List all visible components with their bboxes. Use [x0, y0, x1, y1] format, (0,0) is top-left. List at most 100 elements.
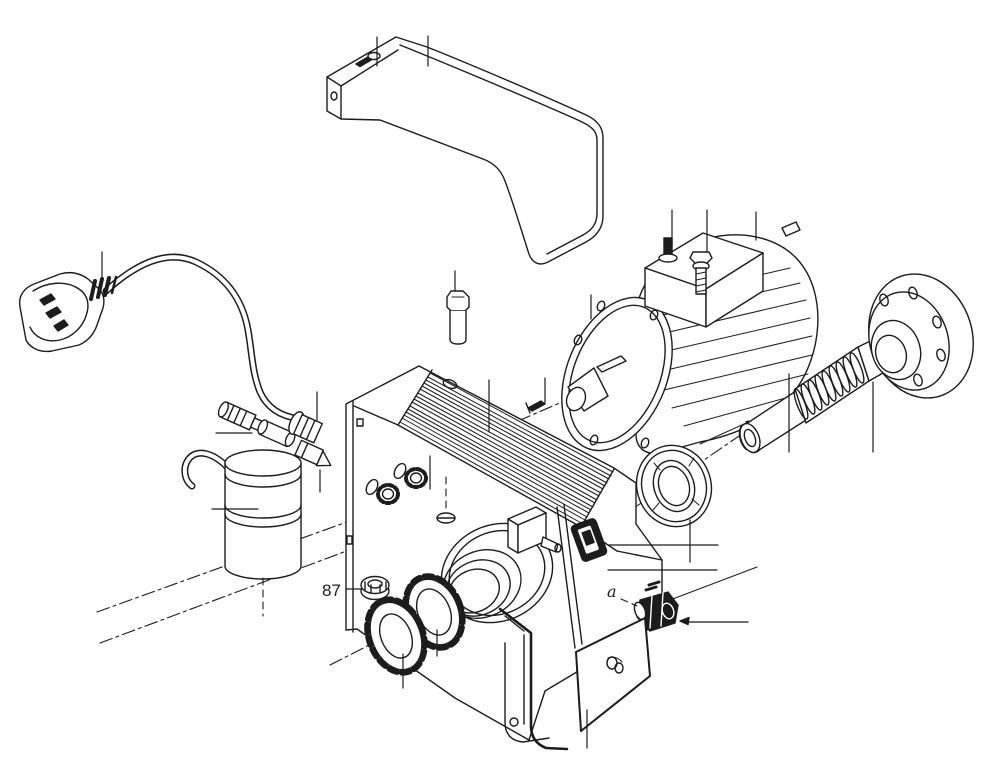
sleeve-end: [257, 419, 269, 435]
spout-core: [182, 451, 232, 488]
thread-line: [695, 283, 707, 287]
cone-tip: [315, 450, 332, 467]
plug-face: [29, 282, 89, 342]
arrowhead: [679, 616, 690, 626]
roller-line: [652, 502, 660, 511]
knob-knurl: [376, 483, 400, 505]
rotor-gear-front: [364, 596, 428, 689]
inlet-fittings: [215, 391, 332, 493]
support-arm-edge: [556, 506, 576, 649]
tube-bore: [743, 428, 757, 448]
clip-emblem: [606, 656, 624, 674]
corrugated-hose: [788, 346, 870, 453]
plug-slot: [45, 306, 62, 319]
barb-rib: [233, 407, 242, 424]
leader-line: [669, 566, 758, 601]
panel-notch: [356, 418, 364, 427]
bracket-plate-edge: [340, 49, 399, 87]
rocker-key: [581, 529, 595, 546]
bracket-screw-head: [367, 51, 381, 61]
fin-line: [653, 317, 811, 355]
canister-band: [224, 504, 302, 519]
bearing-outer: [635, 444, 713, 528]
hex-bolt: [446, 270, 470, 345]
axis-locknut: [99, 545, 361, 644]
nut-fitting: [288, 411, 323, 444]
shaft-screw-head: [525, 402, 531, 414]
bolt-hole: [913, 373, 923, 387]
knob-washer: [393, 462, 407, 480]
cooling-ribs: [399, 372, 614, 525]
roller-line: [691, 498, 700, 506]
roller-line: [653, 462, 661, 471]
cover-edge: [504, 615, 525, 632]
thread-line: [695, 271, 707, 275]
canister-cap-line: [224, 473, 302, 488]
relief-rib: [103, 276, 111, 297]
bracket-outline: [326, 36, 604, 265]
right-face-edge: [616, 550, 663, 561]
fin-line: [657, 335, 813, 373]
sleeve-fitting: [257, 419, 296, 448]
terminal-box: [644, 232, 764, 328]
rib-line: [423, 382, 608, 484]
cover-panel: [575, 617, 651, 732]
rib-line: [425, 379, 610, 480]
cover-profile: [504, 642, 550, 743]
emblem-arc: [607, 656, 623, 663]
toggle-switch: [507, 506, 562, 554]
filter-canister: [181, 449, 302, 617]
callout-dots: [620, 598, 638, 607]
rib-line: [399, 421, 584, 525]
bracket-hole: [330, 91, 338, 101]
callout-87: 87: [322, 581, 341, 600]
callout-a: a: [607, 582, 617, 601]
emblem-loop: [614, 662, 624, 674]
face-hole: [573, 334, 583, 346]
knob-center: [381, 488, 395, 500]
flange-bore: [874, 334, 908, 374]
box-side: [705, 252, 764, 328]
bearing-inner-race: [652, 459, 696, 513]
rib-line: [417, 392, 602, 494]
face-hole: [596, 300, 606, 312]
barb-rib: [239, 410, 248, 427]
shaft-key: [596, 355, 627, 373]
cone-rib: [300, 442, 309, 459]
mounting-bracket: [326, 35, 604, 265]
relief-rib: [110, 275, 118, 295]
bearing: [635, 444, 713, 563]
bracket-inner-edge: [399, 44, 598, 255]
panel-hole: [346, 535, 353, 545]
bolt-shank: [449, 310, 467, 345]
plug-slot: [53, 319, 69, 332]
thread-line: [695, 277, 707, 281]
cone-fitting: [294, 439, 332, 467]
relief-rib: [96, 277, 104, 299]
face-hole: [589, 434, 599, 446]
fin-line: [683, 393, 801, 427]
motor-shaft: [565, 355, 627, 412]
barb-rib: [226, 404, 235, 421]
rib-end-edge: [397, 369, 433, 426]
rib-line: [421, 385, 606, 487]
cable-core: [104, 255, 302, 421]
rib-line: [411, 401, 596, 504]
cable-outer: [102, 253, 304, 423]
hose-rib: [849, 352, 865, 384]
lug-tab: [781, 221, 801, 237]
shaft-end: [565, 386, 587, 412]
fin-line: [663, 354, 813, 391]
rib-line: [429, 372, 614, 473]
gear-bore: [378, 613, 414, 659]
barb-end: [217, 401, 229, 418]
fitting-thread: [647, 580, 661, 587]
top-left-edge: [353, 405, 399, 426]
rocker-switch: [570, 518, 719, 571]
bearing-race: [640, 449, 708, 523]
rib-line: [407, 408, 592, 511]
canister-band: [224, 513, 302, 528]
cover-wall: [498, 607, 569, 751]
